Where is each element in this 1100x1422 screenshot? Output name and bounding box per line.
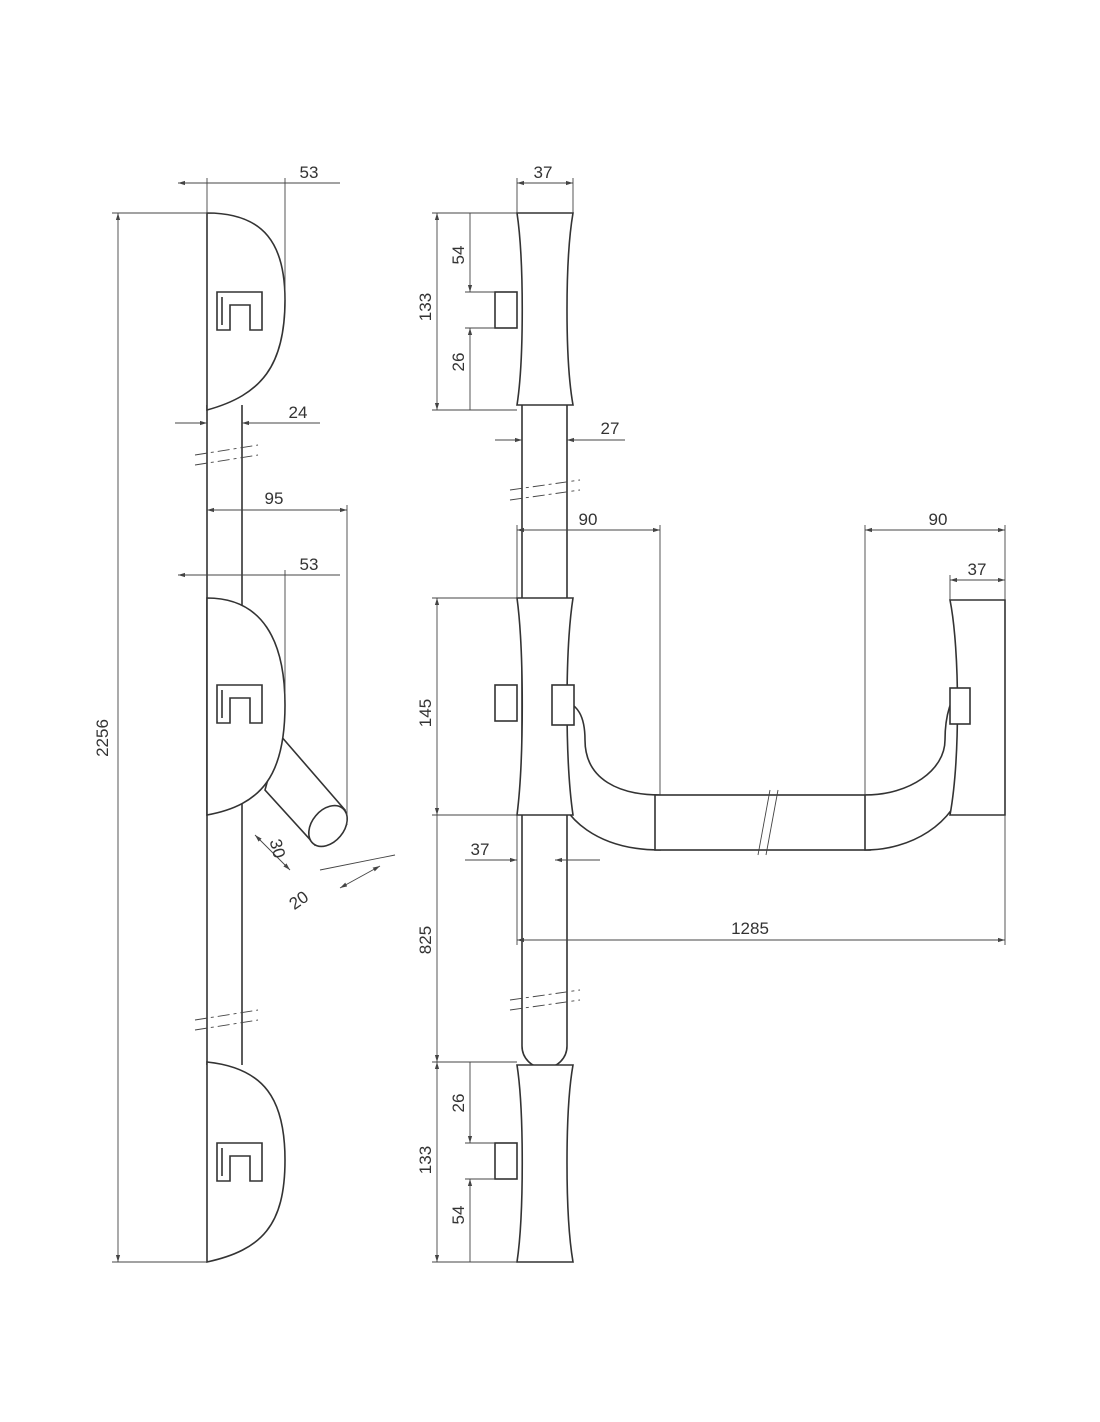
- handle-mount: [949, 687, 971, 725]
- dim-label: 30: [266, 837, 289, 860]
- dim-label: 825: [416, 926, 435, 954]
- dim-label: 90: [929, 510, 948, 529]
- front-view: 37 133 54 26 27 90 90 37 145 37 825 1285…: [416, 163, 1006, 1263]
- dim-label: 133: [416, 293, 435, 321]
- top-lock-cap: [206, 212, 286, 412]
- dim-label: 54: [449, 1206, 468, 1225]
- break-mark: [194, 1009, 259, 1031]
- break-mark: [509, 479, 581, 501]
- dimension-lines: [432, 178, 1006, 1263]
- dim-label: 26: [449, 353, 468, 372]
- latch-icon: [494, 291, 518, 329]
- dim-label: 37: [471, 840, 490, 859]
- dim-label: 95: [265, 489, 284, 508]
- break-mark: [194, 444, 259, 466]
- middle-bracket: [516, 597, 574, 816]
- dim-label: 53: [300, 163, 319, 182]
- dimension-lines: [112, 178, 396, 1263]
- dim-label: 90: [579, 510, 598, 529]
- dim-label: 53: [300, 555, 319, 574]
- side-view: 53 2256 24 95 53 30 20: [93, 163, 396, 1263]
- dim-label: 27: [601, 419, 620, 438]
- slot-icon: [216, 684, 263, 724]
- bottom-bracket: [516, 1064, 574, 1263]
- dim-label: 24: [289, 403, 308, 422]
- dim-label: 133: [416, 1146, 435, 1174]
- bottom-lock-cap: [206, 1061, 286, 1263]
- slot-icon: [216, 291, 263, 331]
- dim-label: 20: [286, 887, 312, 913]
- handle-mount: [551, 684, 575, 726]
- dim-label: 145: [416, 699, 435, 727]
- latch-icon: [494, 684, 518, 722]
- top-bracket: [516, 212, 574, 406]
- latch-icon: [494, 1142, 518, 1180]
- dim-label: 37: [534, 163, 553, 182]
- break-mark: [509, 989, 581, 1011]
- right-bracket: [949, 599, 1006, 816]
- dim-label: 2256: [93, 719, 112, 757]
- push-bar: [554, 689, 966, 856]
- dim-label: 54: [449, 246, 468, 265]
- dim-label: 26: [449, 1094, 468, 1113]
- dim-label: 37: [968, 560, 987, 579]
- middle-cap: [206, 597, 286, 816]
- slot-icon: [216, 1142, 263, 1182]
- dim-label: 1285: [731, 919, 769, 938]
